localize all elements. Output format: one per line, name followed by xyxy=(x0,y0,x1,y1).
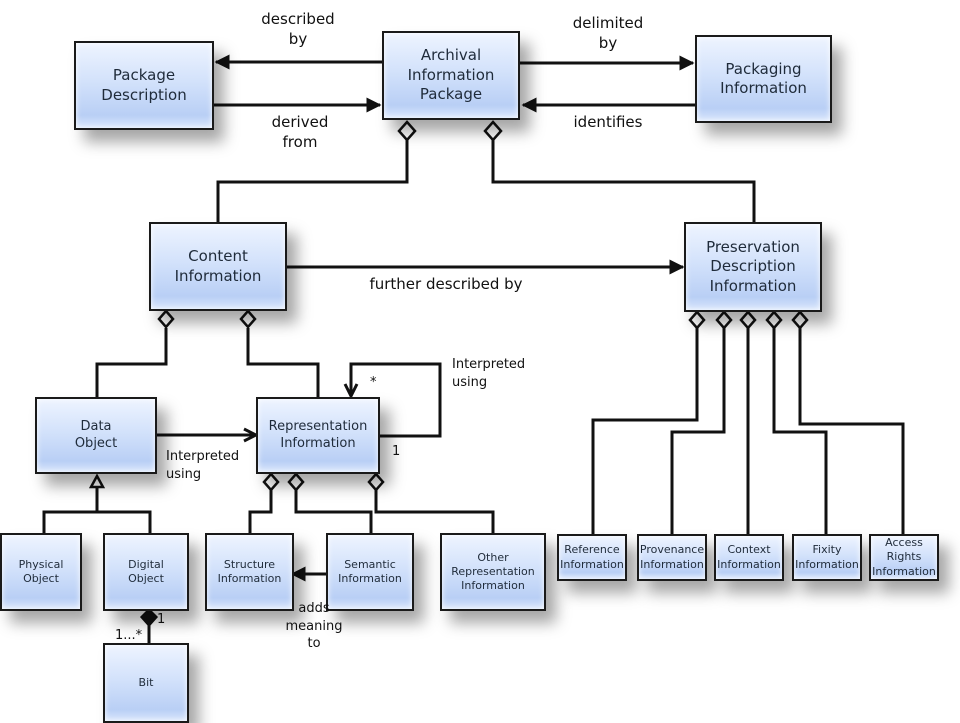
label-described-by: described by xyxy=(261,10,335,49)
edge-gen-physical xyxy=(42,510,152,533)
edge-pdi-provenance xyxy=(670,328,726,534)
label-adds-meaning-to: adds meaning to xyxy=(285,601,343,652)
node-bit[interactable]: Bit xyxy=(103,643,189,723)
label-further-described-by: further described by xyxy=(369,275,523,293)
node-fixity-information[interactable]: Fixity Information xyxy=(792,534,862,581)
edge-content-dataobject xyxy=(95,328,168,397)
aggregation-diamond-icon xyxy=(157,309,175,329)
node-preservation-description-information[interactable]: Preservation Description Information xyxy=(684,222,822,312)
node-physical-object[interactable]: Physical Object xyxy=(0,533,82,611)
node-representation-information[interactable]: Representation Information xyxy=(256,397,380,474)
aggregation-diamond-icon xyxy=(739,310,757,330)
node-provenance-information[interactable]: Provenance Information xyxy=(637,534,707,581)
edge-pdi-fixity xyxy=(772,328,828,534)
edge-pdi-reference xyxy=(591,328,699,534)
label-delimited-by: delimited by xyxy=(572,14,644,53)
aggregation-diamond-icon xyxy=(287,472,305,492)
node-access-rights-information[interactable]: Access Rights Information xyxy=(869,534,939,581)
edge-aip-content xyxy=(216,140,409,222)
aggregation-diamond-icon xyxy=(715,310,733,330)
node-digital-object[interactable]: Digital Object xyxy=(103,533,189,611)
aggregation-diamond-icon xyxy=(239,309,257,329)
node-content-information[interactable]: Content Information xyxy=(149,222,287,311)
aggregation-diamond-icon xyxy=(688,310,706,330)
edge-repinfo-semantic xyxy=(294,488,373,533)
node-context-information[interactable]: Context Information xyxy=(714,534,784,581)
label-bit-multiplicity-many: 1...* xyxy=(115,628,143,643)
aggregation-diamond-icon xyxy=(791,310,809,330)
generalization-triangle-icon xyxy=(88,473,106,489)
node-data-object[interactable]: Data Object xyxy=(35,397,157,474)
edge-aip-pdi xyxy=(491,140,756,222)
aggregation-diamond-icon xyxy=(367,472,385,492)
aggregation-diamond-icon xyxy=(262,472,280,492)
edge-repinfo-structure xyxy=(248,488,273,533)
edge-repinfo-other xyxy=(374,488,495,533)
node-other-representation-information[interactable]: Other Representation Information xyxy=(440,533,546,611)
aggregation-diamond-icon xyxy=(397,120,417,142)
label-interpreted-using: Interpreted using xyxy=(166,449,240,482)
edge-content-repinfo xyxy=(246,328,320,397)
node-packaging-information[interactable]: Packaging Information xyxy=(695,35,832,123)
label-bit-multiplicity-one: 1 xyxy=(157,612,166,627)
node-semantic-information[interactable]: Semantic Information xyxy=(326,533,414,611)
label-interpreted-using-self: Interpreted using xyxy=(452,357,526,390)
label-multiplicity-many: * xyxy=(370,375,377,390)
node-archival-information-package[interactable]: Archival Information Package xyxy=(382,31,520,120)
label-derived-from: derived from xyxy=(271,113,329,152)
node-structure-information[interactable]: Structure Information xyxy=(205,533,294,611)
aggregation-diamond-icon xyxy=(483,120,503,142)
label-multiplicity-one: 1 xyxy=(392,444,401,459)
edge-repinfo-self xyxy=(351,362,442,438)
label-identifies: identifies xyxy=(573,113,643,131)
edge-pdi-access xyxy=(798,328,905,534)
composition-diamond-icon xyxy=(139,607,159,628)
aggregation-diamond-icon xyxy=(765,310,783,330)
node-reference-information[interactable]: Reference Information xyxy=(557,534,627,581)
node-package-description[interactable]: Package Description xyxy=(74,41,214,130)
